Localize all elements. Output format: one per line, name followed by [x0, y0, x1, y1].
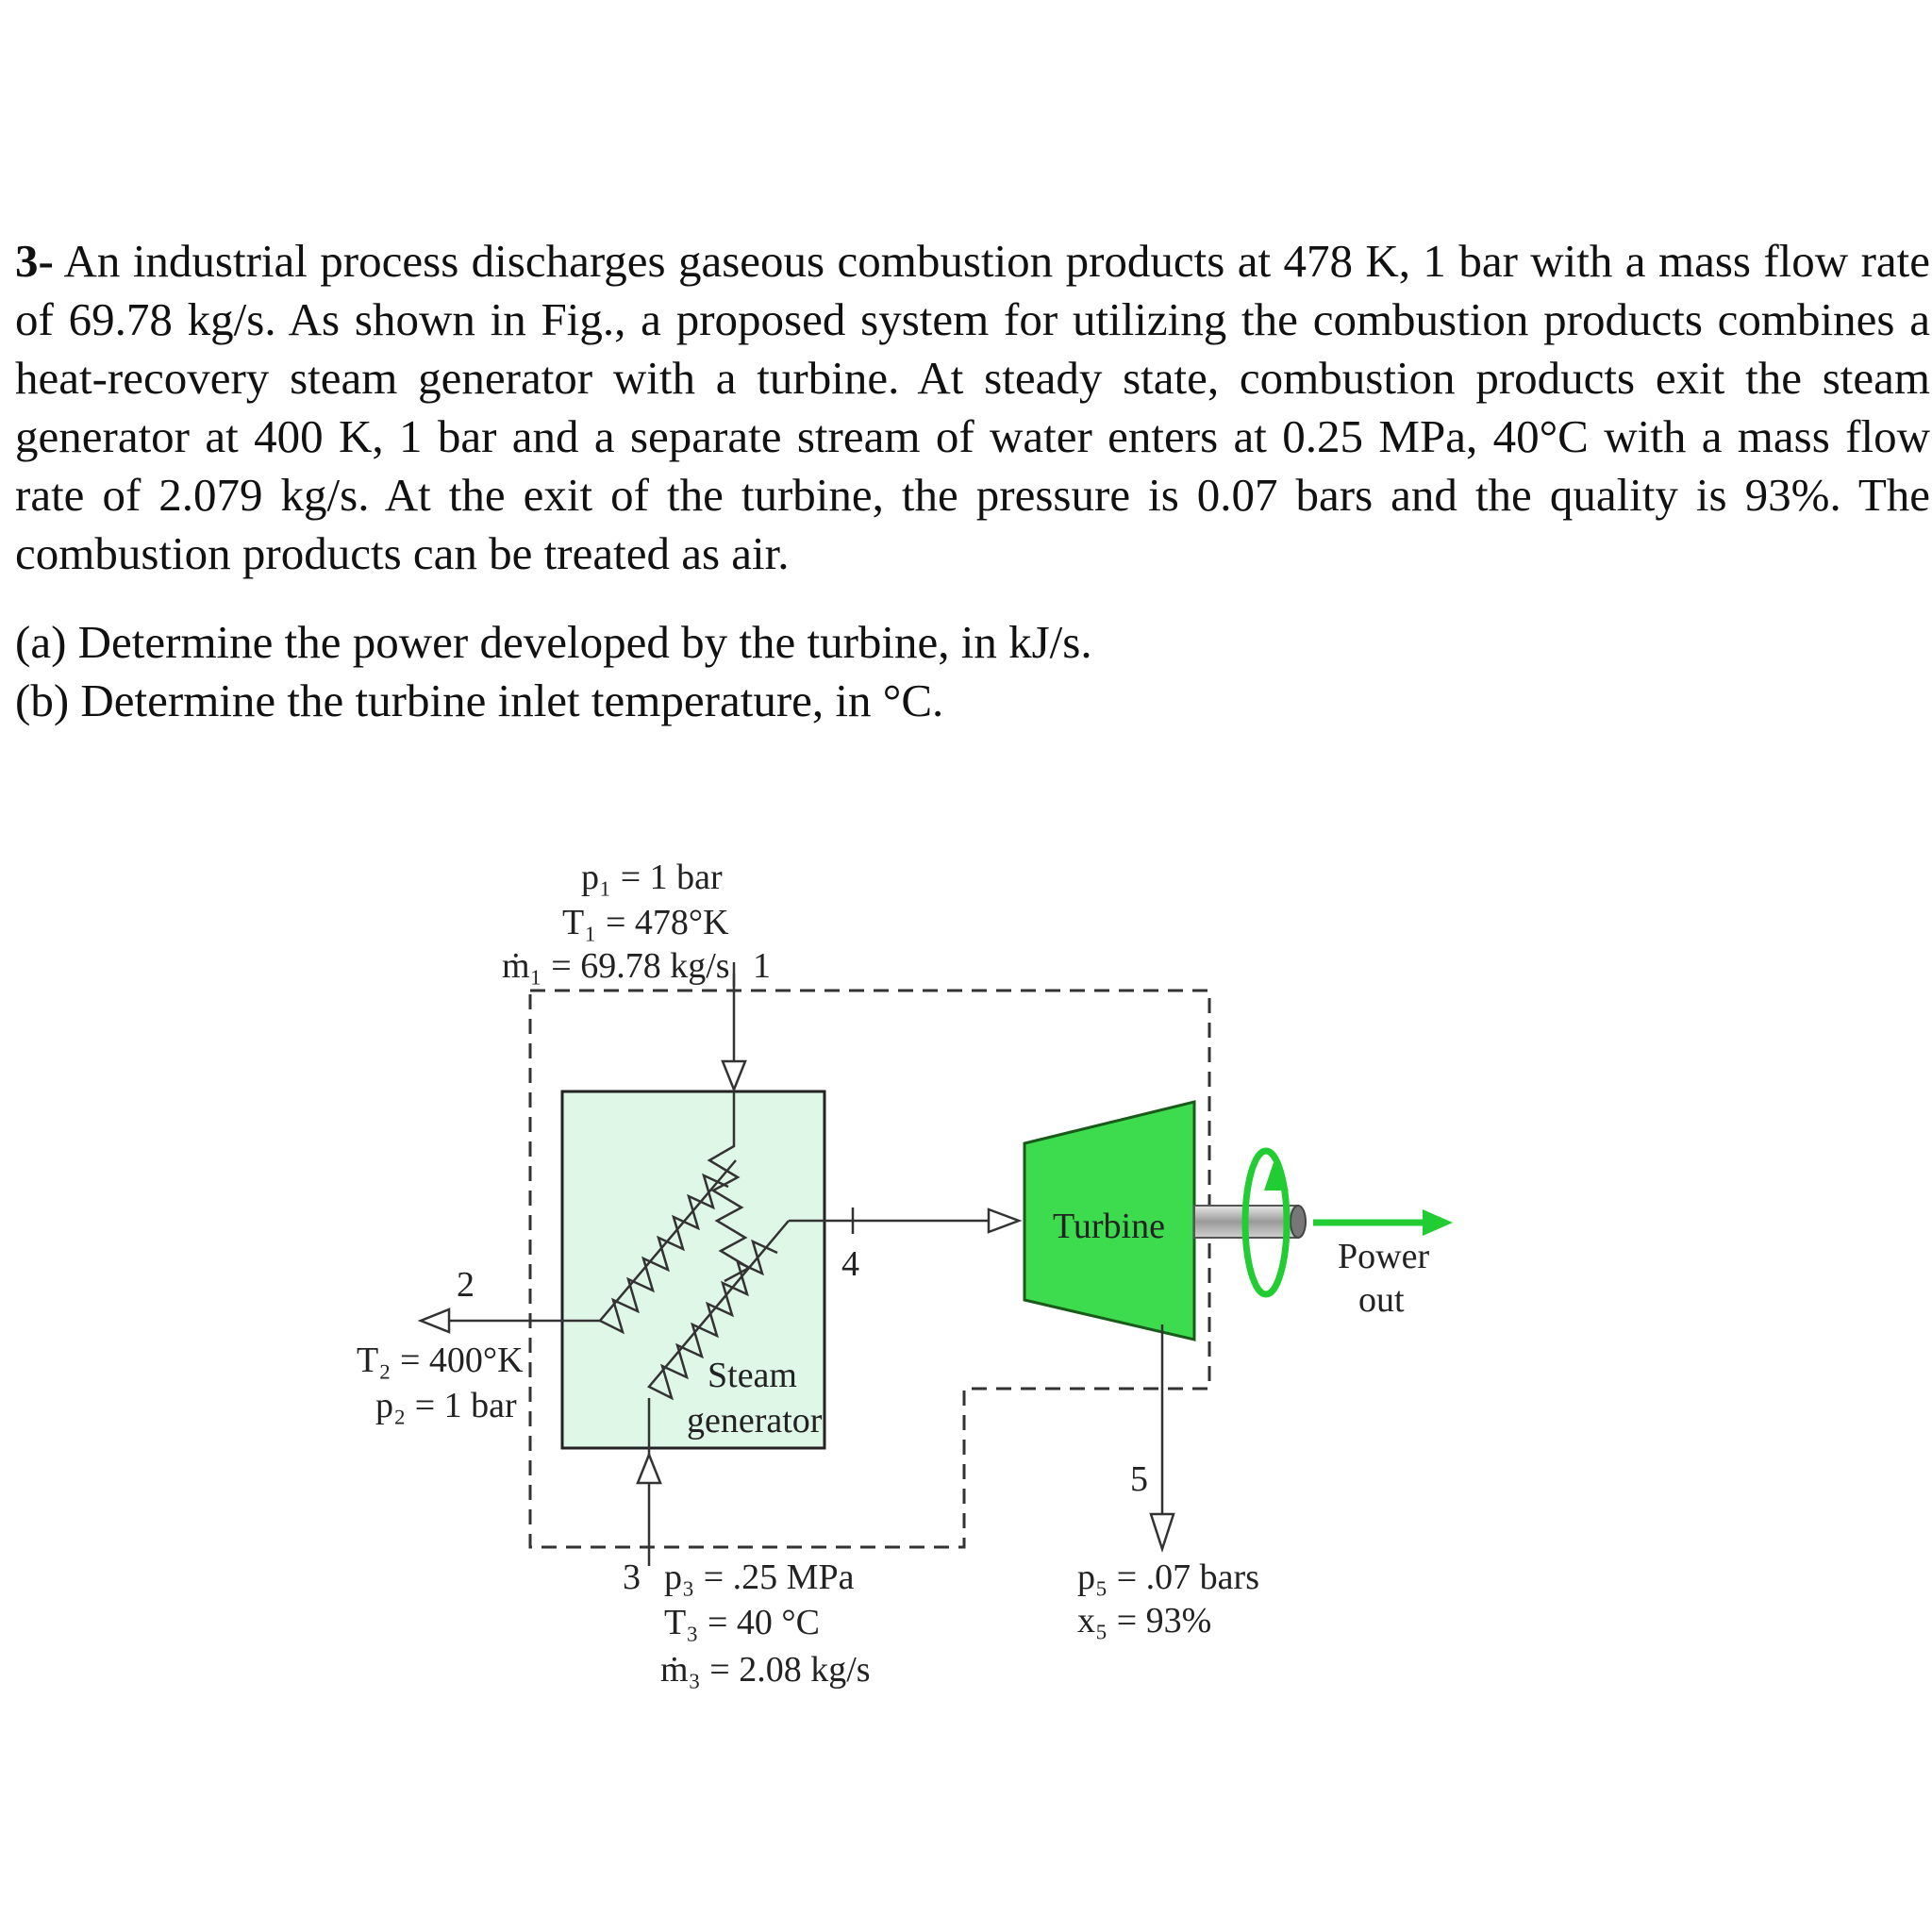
state2-number: 2: [457, 1265, 475, 1305]
turbine-body: [1023, 1100, 1196, 1341]
heat-exchanger-coil-a: [598, 1159, 737, 1335]
state1-number: 1: [753, 946, 771, 986]
problem-statement: 3- An industrial process discharges gase…: [15, 232, 1930, 583]
state2-arrow: [417, 1307, 451, 1334]
state4-arrow: [987, 1208, 1023, 1234]
state2-temperature: T₂ = 400°K: [357, 1341, 524, 1380]
steam-generator-label-1: Steam: [708, 1356, 797, 1395]
problem-text: An industrial process discharges gaseous…: [15, 235, 1931, 579]
state3-pressure: p₃ = .25 MPa: [664, 1557, 855, 1597]
state3-mass-flow: ṁ₃ = 2.08 kg/s: [660, 1650, 871, 1690]
gas-coil: [707, 1091, 752, 1283]
state4-number: 4: [841, 1244, 859, 1284]
rotation-arrowhead: [1264, 1162, 1289, 1191]
problem-number: 3-: [15, 235, 54, 287]
shaft-end: [1290, 1205, 1307, 1239]
state5-pressure: p₅ = .07 bars: [1077, 1557, 1259, 1597]
heat-exchanger-coil-b: [647, 1220, 790, 1401]
state5-quality: x₅ = 93%: [1077, 1601, 1211, 1641]
state5-arrow: [1149, 1512, 1175, 1554]
power-out-label-2: out: [1358, 1280, 1405, 1320]
questions: (a) Determine the power developed by the…: [15, 613, 1092, 730]
state1-pressure: p₁ = 1 bar: [581, 858, 723, 897]
control-volume-boundary: [528, 989, 1211, 1549]
turbine-label: Turbine: [1053, 1207, 1165, 1246]
power-out-label-1: Power: [1338, 1237, 1429, 1276]
power-out-arrowhead: [1423, 1209, 1453, 1236]
state3-arrow: [636, 1451, 662, 1485]
state2-pressure: p₂ = 1 bar: [375, 1386, 517, 1425]
question-a: (a) Determine the power developed by the…: [15, 616, 1092, 668]
steam-generator-label-2: generator: [687, 1401, 823, 1441]
question-b: (b) Determine the turbine inlet temperat…: [15, 675, 944, 726]
state3-number: 3: [623, 1557, 641, 1597]
steam-generator-box: [560, 1090, 826, 1450]
state3-temperature: T₃ = 40 °C: [664, 1603, 820, 1642]
state5-number: 5: [1130, 1459, 1148, 1499]
rotation-ring: [1241, 1147, 1291, 1298]
state1-temperature: T₁ = 478°K: [562, 903, 729, 942]
state1-mass-flow: ṁ₁ = 69.78 kg/s: [502, 946, 730, 986]
state1-arrow: [721, 1059, 747, 1093]
